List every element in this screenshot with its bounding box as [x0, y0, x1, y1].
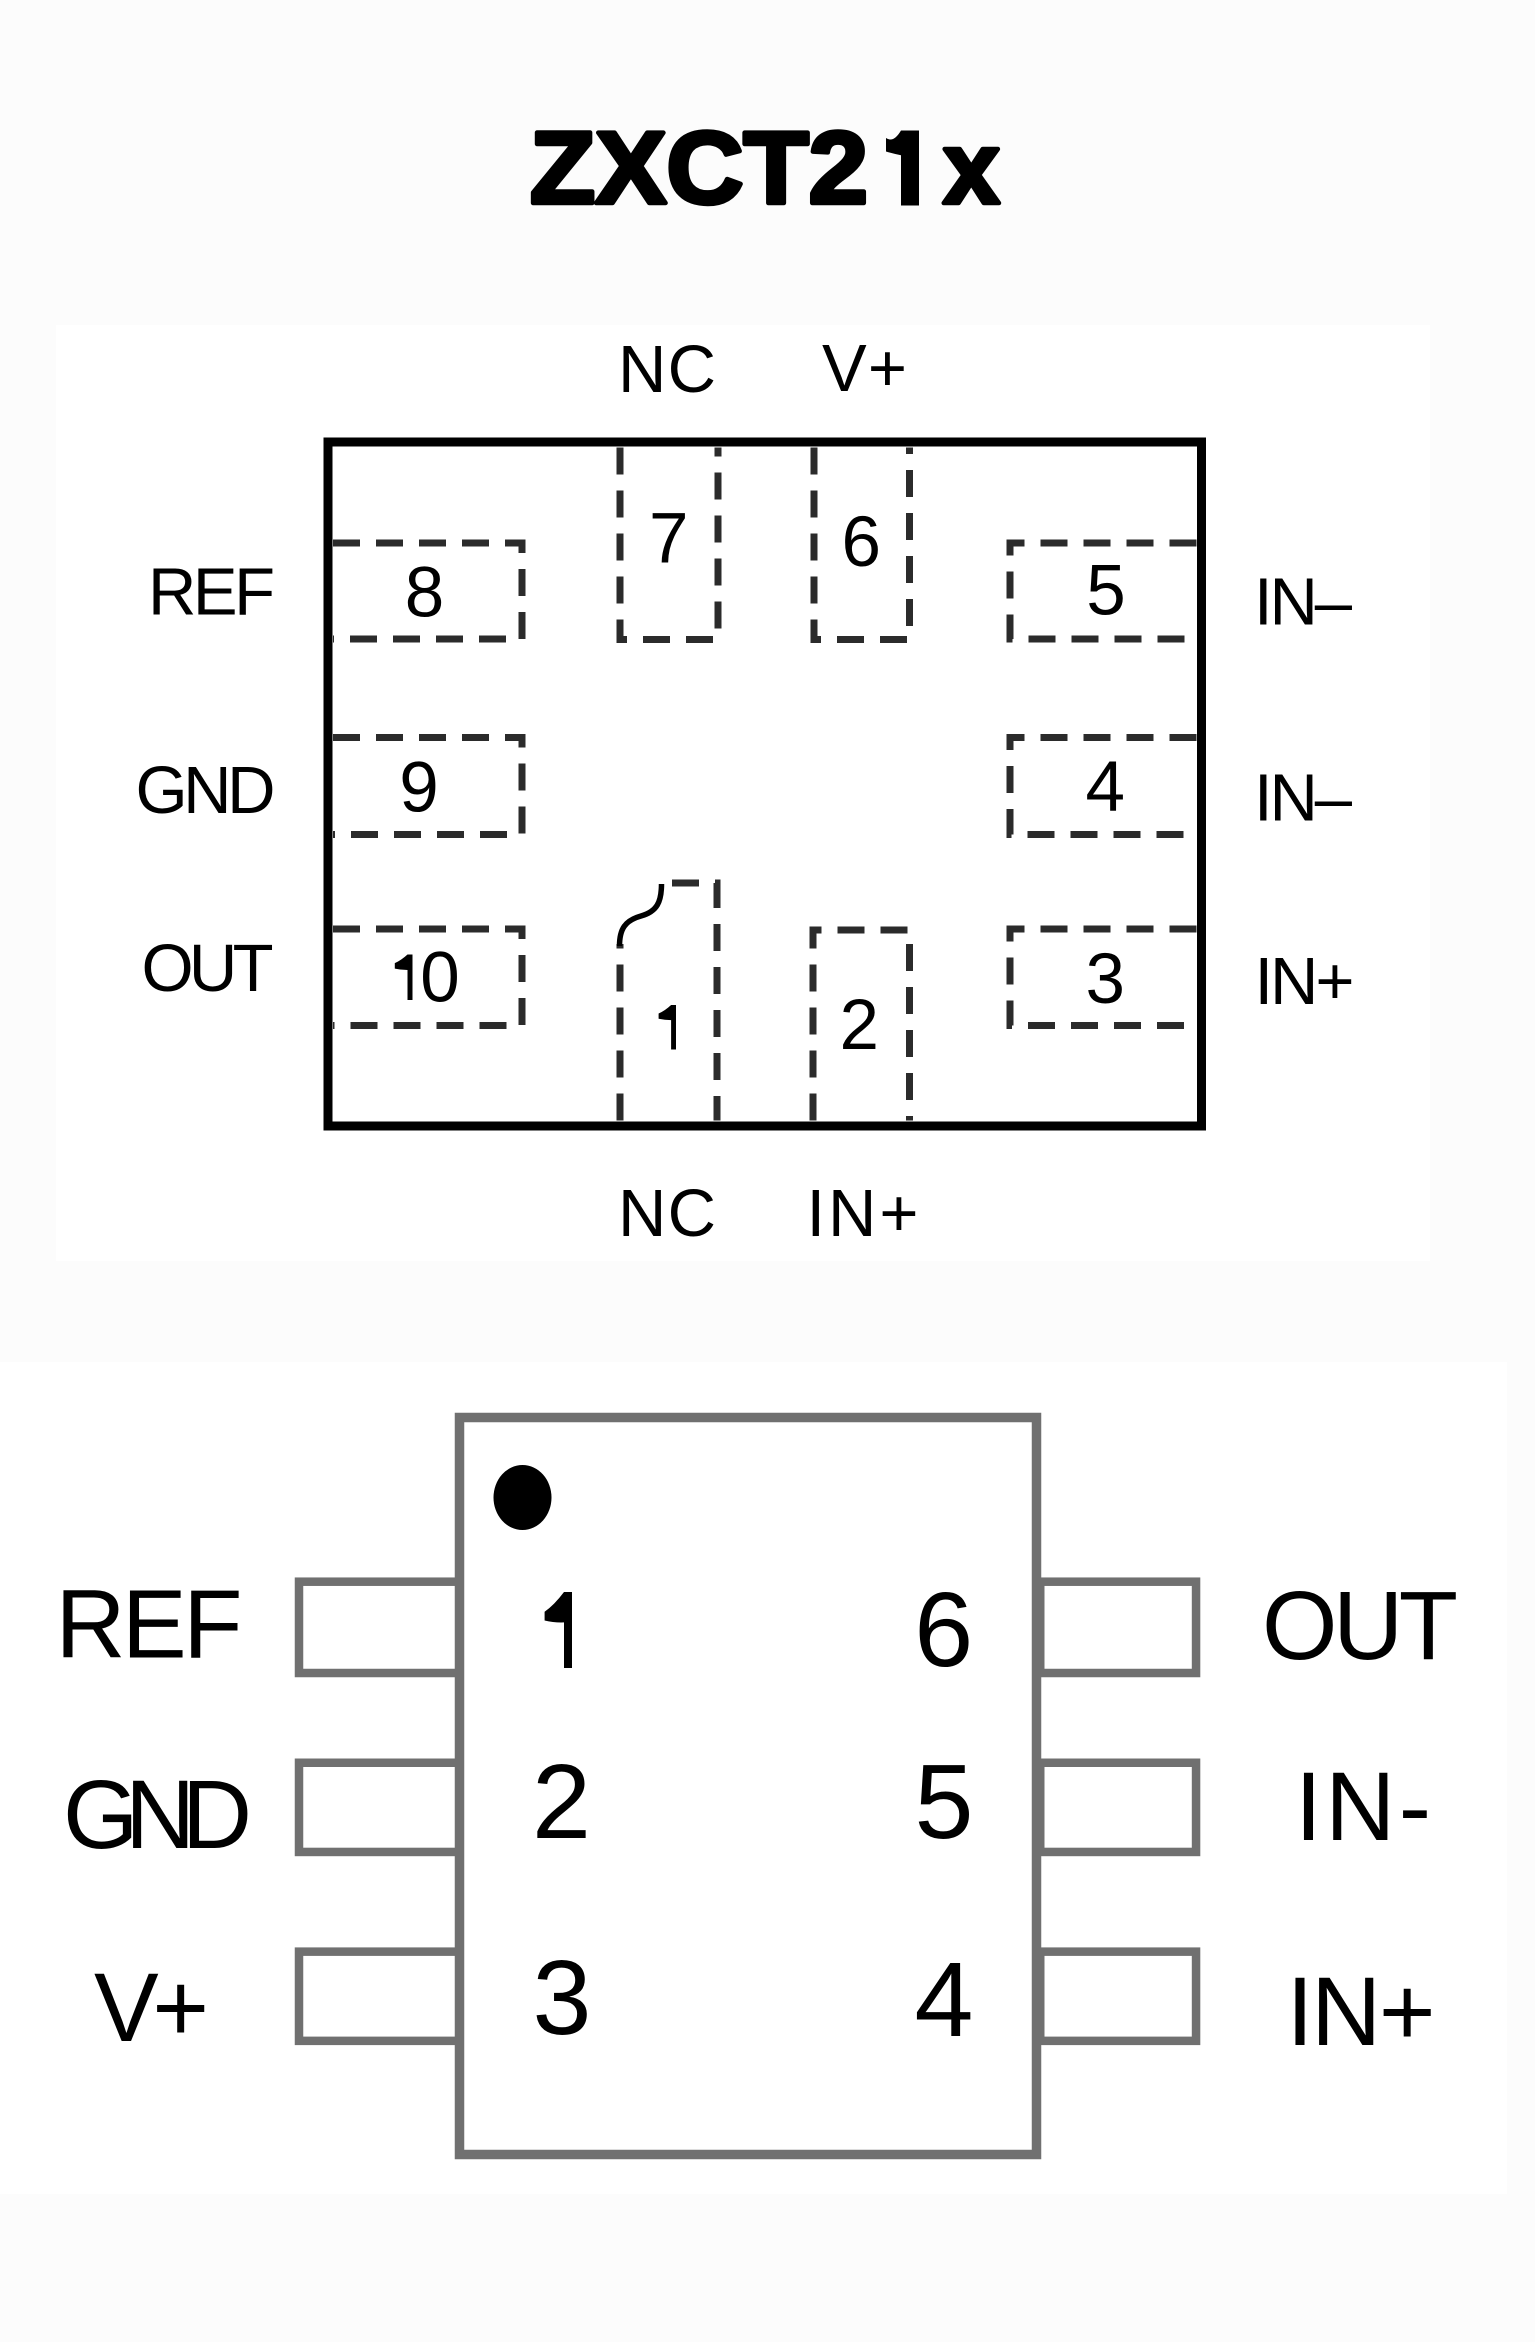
svg-text:GND: GND: [136, 753, 276, 828]
svg-text:6: 6: [914, 1571, 973, 1689]
svg-text:8: 8: [405, 554, 445, 633]
svg-text:IN+: IN+: [1255, 944, 1355, 1019]
svg-text:3: 3: [533, 1939, 592, 2057]
svg-text:IN–: IN–: [1254, 761, 1353, 836]
svg-text:4: 4: [1085, 748, 1125, 827]
svg-text:6: 6: [841, 503, 881, 582]
svg-text:ZXCT2: ZXCT2: [530, 111, 868, 225]
svg-text:REF: REF: [56, 1570, 243, 1679]
svg-text:2: 2: [532, 1743, 591, 1861]
svg-text:7: 7: [649, 500, 689, 579]
svg-text:IN-: IN-: [1295, 1752, 1431, 1861]
svg-text:5: 5: [1086, 552, 1126, 631]
svg-text:V+: V+: [822, 331, 907, 406]
svg-text:4: 4: [915, 1941, 974, 2059]
svg-text:GND: GND: [63, 1760, 252, 1869]
svg-text:V+: V+: [94, 1953, 209, 2062]
svg-text:IN–: IN–: [1254, 565, 1353, 640]
svg-text:5: 5: [915, 1743, 974, 1861]
svg-text:2: 2: [839, 986, 879, 1065]
svg-text:OUT: OUT: [142, 931, 274, 1006]
svg-text:NC: NC: [618, 1176, 716, 1251]
svg-text:IN+: IN+: [1287, 1957, 1436, 2066]
svg-text:3: 3: [1086, 940, 1126, 1019]
svg-text:IN+: IN+: [807, 1176, 919, 1251]
svg-text:OUT: OUT: [1262, 1571, 1458, 1680]
svg-text:NC: NC: [618, 332, 716, 407]
svg-text:9: 9: [399, 749, 439, 828]
svg-text:REF: REF: [148, 555, 275, 630]
svg-text:0: 0: [420, 939, 460, 1018]
svg-text:x: x: [943, 111, 1000, 225]
